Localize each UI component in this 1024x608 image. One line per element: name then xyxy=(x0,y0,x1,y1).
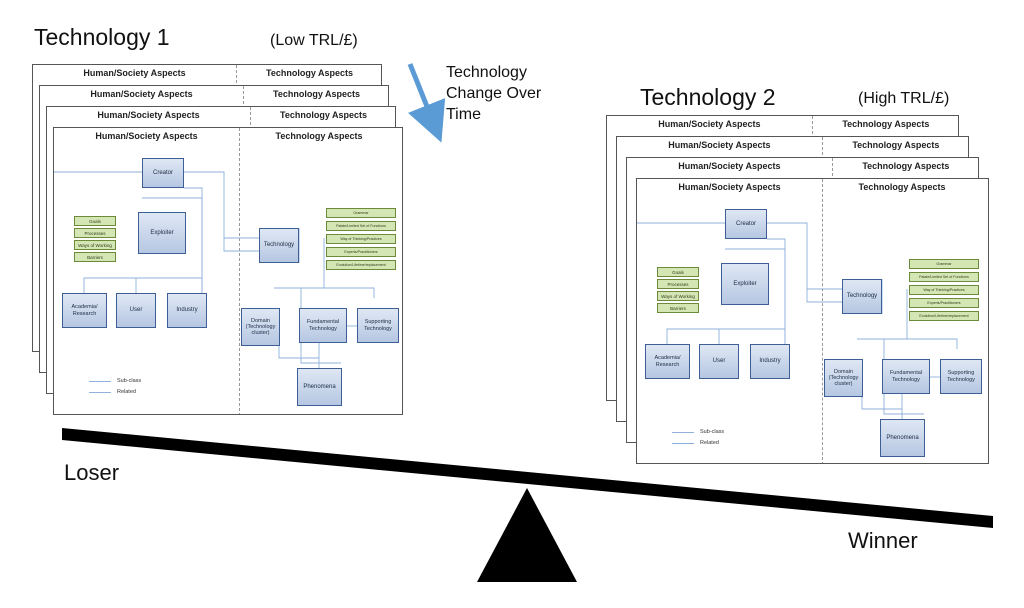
left-header: Human/Society Aspects xyxy=(95,131,198,141)
fundamental-technology-node: Fundamental Technology xyxy=(882,359,930,394)
fulcrum-triangle xyxy=(477,488,577,582)
right-header: Technology Aspects xyxy=(275,131,363,141)
user-node: User xyxy=(699,344,739,379)
industry-node: Industry xyxy=(167,293,207,328)
connector-line xyxy=(83,277,202,293)
right-header: Technology Aspects xyxy=(272,89,361,99)
column-divider xyxy=(243,86,244,104)
fundamental-technology-node: Fundamental Technology xyxy=(299,308,347,343)
technology-aspect-tag: Way of Thinking/Practices xyxy=(326,234,396,244)
technology-2-title: Technology 2 xyxy=(640,84,776,110)
right-header: Technology Aspects xyxy=(858,182,946,192)
right-header: Technology Aspects xyxy=(279,110,368,120)
left-header: Human/Society Aspects xyxy=(668,140,771,150)
phenomena-node: Phenomena xyxy=(297,368,342,406)
column-divider xyxy=(811,116,813,134)
human-aspect-tag: Goals xyxy=(74,216,116,226)
human-aspect-tag: Ways of Working xyxy=(74,240,116,250)
column-divider xyxy=(831,158,833,176)
connector-line xyxy=(861,394,902,410)
human-aspect-tag: Barriers xyxy=(657,303,699,313)
technology-aspect-tag: Experts/Practitioners xyxy=(326,247,396,257)
legend-subclass-text: Sub-class xyxy=(700,429,725,435)
legend-subclass-text: Sub-class xyxy=(117,378,142,384)
technology-node: Technology xyxy=(259,228,299,263)
industry-node: Industry xyxy=(750,344,790,379)
column-divider xyxy=(239,128,240,414)
legend-related-line xyxy=(672,443,694,444)
domain-technology-cluster-node: Domain (Technology cluster) xyxy=(824,359,863,397)
right-header: Technology Aspects xyxy=(842,119,930,129)
connector-line xyxy=(767,238,786,344)
technology-aspect-tag: Grammar xyxy=(909,259,979,269)
connector-line xyxy=(184,171,259,239)
technology-1-note: (Low TRL/£) xyxy=(270,32,358,49)
technology-2-note: (High TRL/£) xyxy=(858,90,950,107)
legend-subclass-line xyxy=(672,432,694,433)
academia-research-node: Academia/ Research xyxy=(62,293,107,328)
user-node: User xyxy=(116,293,156,328)
technology-aspect-tag: Evolution/Lifetime/replacement xyxy=(326,260,396,270)
left-header: Human/Society Aspects xyxy=(658,119,761,129)
technology-aspect-tag: Evolution/Lifetime/replacement xyxy=(909,311,979,321)
human-aspect-tag: Processes xyxy=(74,228,116,238)
technology-node: Technology xyxy=(842,279,882,314)
exploiter-node: Exploiter xyxy=(138,212,186,254)
connector-line xyxy=(666,328,785,344)
technology-aspect-tag: Palate/Limited Set of Functions xyxy=(326,221,396,231)
connector-lines xyxy=(637,222,958,419)
technology-1-title: Technology 1 xyxy=(34,24,170,50)
technology-aspect-tag: Palate/Limited Set of Functions xyxy=(909,272,979,282)
column-divider xyxy=(250,107,251,125)
academia-research-node: Academia/ Research xyxy=(645,344,690,379)
legend-related-text: Related xyxy=(117,389,136,395)
right-header: Technology Aspects xyxy=(265,68,354,78)
technology-aspect-tag: Way of Thinking/Practices xyxy=(909,285,979,295)
left-header: Human/Society Aspects xyxy=(678,182,781,192)
connector-line xyxy=(907,338,958,349)
human-aspect-tag: Goals xyxy=(657,267,699,277)
human-aspect-tag: Barriers xyxy=(74,252,116,262)
winner-label: Winner xyxy=(848,528,918,553)
human-aspect-tag: Ways of Working xyxy=(657,291,699,301)
connector-line xyxy=(324,287,375,298)
column-divider xyxy=(821,137,823,155)
left-header: Human/Society Aspects xyxy=(97,110,200,120)
creator-node: Creator xyxy=(142,158,184,188)
domain-technology-cluster-node: Domain (Technology cluster) xyxy=(241,308,280,346)
connector-line xyxy=(184,187,203,293)
column-divider xyxy=(822,179,823,463)
technology-aspect-tag: Experts/Practitioners xyxy=(909,298,979,308)
supporting-technology-node: Supporting Technology xyxy=(357,308,399,343)
human-aspect-tag: Processes xyxy=(657,279,699,289)
time-arrow xyxy=(407,63,446,143)
legend-related-text: Related xyxy=(700,440,719,446)
seesaw-beam xyxy=(62,428,993,528)
left-header: Human/Society Aspects xyxy=(83,68,186,78)
right-header: Technology Aspects xyxy=(862,161,950,171)
left-header: Human/Society Aspects xyxy=(678,161,781,171)
supporting-technology-node: Supporting Technology xyxy=(940,359,982,394)
connector-line xyxy=(767,222,842,290)
loser-label: Loser xyxy=(64,460,120,485)
legend-related-line xyxy=(89,392,111,393)
technology-change-label: Technology Change Over Time xyxy=(446,64,542,123)
phenomena-node: Phenomena xyxy=(880,419,925,457)
legend-subclass-line xyxy=(89,381,111,382)
connector-line xyxy=(806,289,842,303)
exploiter-node: Exploiter xyxy=(721,263,769,305)
connector-line xyxy=(278,343,319,359)
left-header: Human/Society Aspects xyxy=(90,89,193,99)
right-header: Technology Aspects xyxy=(852,140,940,150)
column-divider xyxy=(236,65,237,83)
connector-line xyxy=(223,238,259,252)
creator-node: Creator xyxy=(725,209,767,239)
technology-aspect-tag: Grammar xyxy=(326,208,396,218)
